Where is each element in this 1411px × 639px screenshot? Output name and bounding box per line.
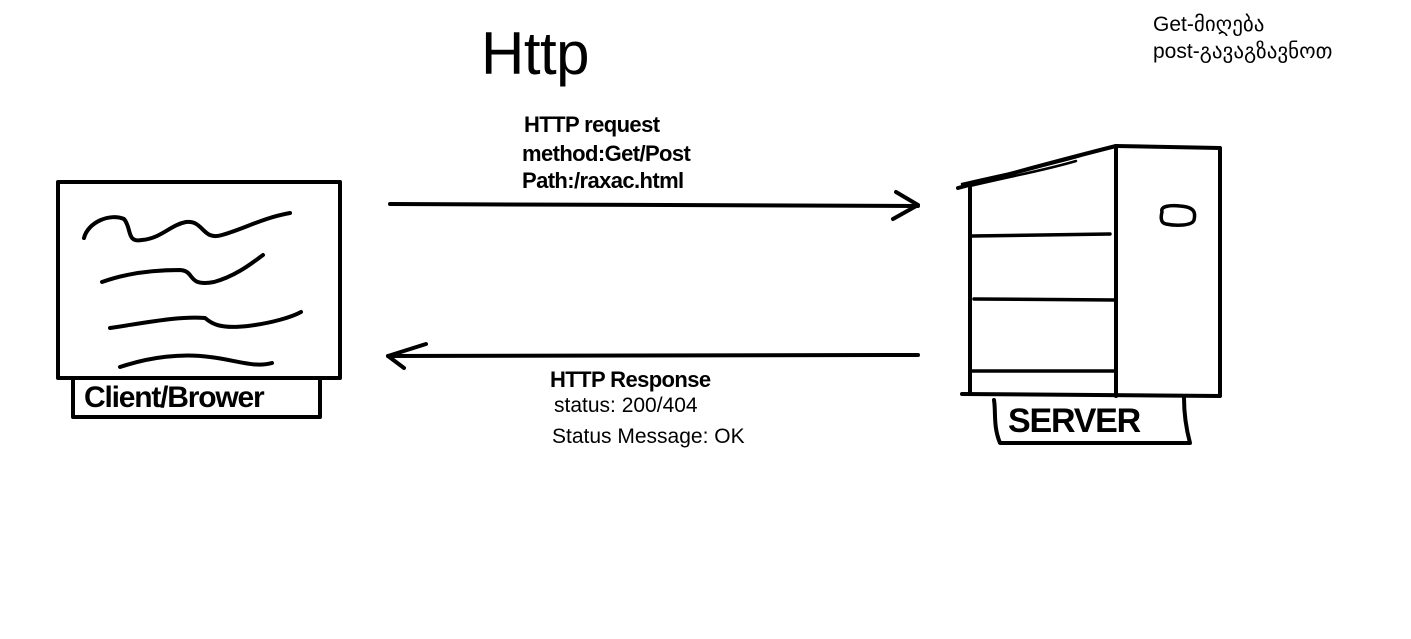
client-scribble-line-2 xyxy=(100,253,265,285)
request-path: Path:/raxac.html xyxy=(522,168,684,193)
server-shelf-2 xyxy=(972,297,1118,302)
request-arrow xyxy=(388,190,920,221)
server-shelf-1 xyxy=(970,232,1112,238)
client-scribble-line-3 xyxy=(108,310,303,330)
client-browser-icon xyxy=(56,180,342,419)
client-label: Client/Brower xyxy=(84,381,265,414)
client-window-frame xyxy=(56,180,342,380)
request-title: HTTP request xyxy=(524,112,660,137)
response-status: status: 200/404 xyxy=(554,394,698,417)
server-icon xyxy=(956,144,1222,445)
client-scribble-line-4 xyxy=(118,353,274,369)
server-label: SERVER xyxy=(1008,402,1141,440)
client-scribble-line-1 xyxy=(82,211,292,243)
response-title: HTTP Response xyxy=(550,367,711,392)
server-body-outline xyxy=(960,144,1222,398)
get-method-note: Get-მიღება xyxy=(1153,13,1265,36)
server-top-shading xyxy=(960,154,1082,188)
response-arrow xyxy=(386,342,920,370)
post-method-note: post-გავაგზავნოთ xyxy=(1153,40,1333,63)
response-status-message: Status Message: OK xyxy=(552,425,745,448)
server-label-box xyxy=(992,396,1192,445)
client-label-box xyxy=(71,378,322,419)
server-power-button-icon xyxy=(1159,203,1197,227)
request-method: method:Get/Post xyxy=(522,141,691,166)
page-title: Http xyxy=(481,20,590,87)
